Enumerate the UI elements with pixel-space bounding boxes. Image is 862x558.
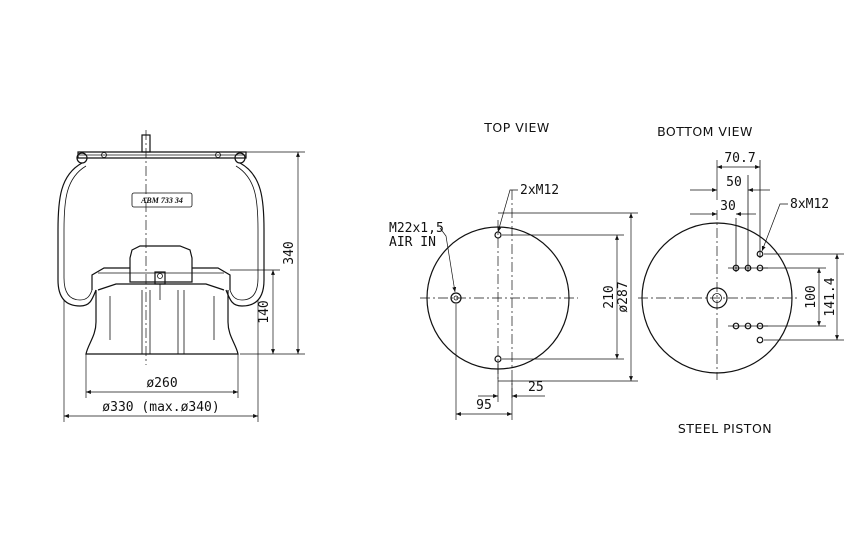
- dim-height: 340: [282, 241, 297, 264]
- piston-type-label: STEEL PISTON: [678, 421, 772, 436]
- dim-offset-95: 95: [476, 398, 492, 413]
- dim-30: 30: [720, 199, 736, 214]
- part-number-badge: [131, 192, 193, 208]
- bottom-view: BOTTOM VIEW 8xM12 70.7: [638, 124, 844, 436]
- top-bolts-label: 2xM12: [520, 183, 559, 198]
- dim-top-diameter: ø287: [616, 281, 631, 312]
- dim-overall-dia: ø330 (max.ø340): [102, 400, 219, 415]
- dim-bolt-spacing: 210: [602, 285, 617, 308]
- top-view: TOP VIEW 2xM12 M22x1,5 AIR IN 210 ø287 9…: [389, 120, 638, 420]
- part-number: ABM 733 34: [140, 196, 183, 205]
- bellow-left: [57, 162, 97, 307]
- air-inlet-thread: M22x1,5: [389, 221, 444, 236]
- dim-50: 50: [726, 175, 742, 190]
- dim-70-7: 70.7: [724, 151, 755, 166]
- bottom-view-title: BOTTOM VIEW: [657, 124, 753, 139]
- dim-141-4: 141.4: [823, 277, 838, 316]
- bumper: [129, 245, 193, 283]
- air-inlet: [450, 292, 462, 304]
- bellow-right: [225, 162, 265, 307]
- side-view: ABM 733 34 340 140 ø260 ø330 (max.ø340): [57, 130, 305, 422]
- dim-piston-dia: ø260: [146, 376, 177, 391]
- dim-100: 100: [804, 285, 819, 308]
- dim-piston-height: 140: [257, 300, 272, 323]
- piston-body: [85, 290, 239, 355]
- air-inlet-label: AIR IN: [389, 235, 436, 250]
- dim-offset-25: 25: [528, 380, 544, 395]
- piston-flange: [91, 267, 231, 290]
- top-view-title: TOP VIEW: [483, 120, 549, 135]
- bottom-bolts-label: 8xM12: [790, 197, 829, 212]
- center-hub: [706, 287, 728, 309]
